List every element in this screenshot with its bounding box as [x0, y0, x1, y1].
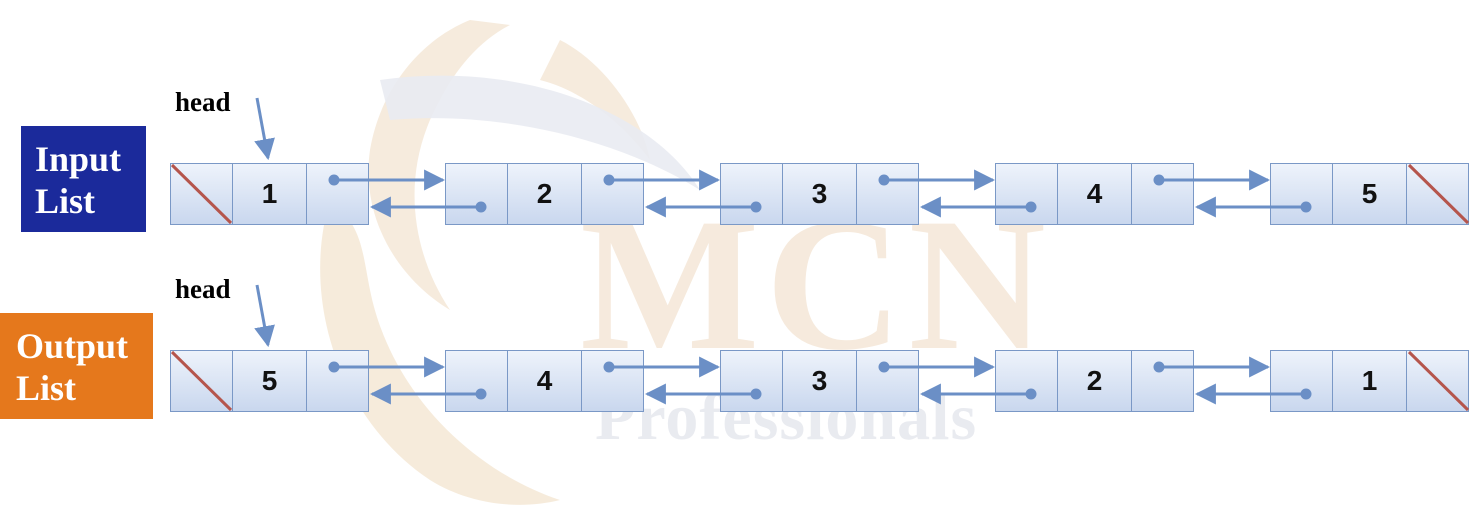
- output-node-5: 1: [1270, 350, 1470, 412]
- head-label-input: head: [175, 87, 231, 117]
- node-value: 4: [1086, 178, 1103, 209]
- input-node-5: 5: [1270, 163, 1470, 225]
- output-node-2: 4: [445, 350, 645, 412]
- value-cell: 2: [506, 163, 583, 225]
- next-pointer-cell: [581, 350, 644, 412]
- value-cell: 5: [1331, 163, 1408, 225]
- value-cell: 1: [1331, 350, 1408, 412]
- value-cell: 3: [781, 350, 858, 412]
- node-value: 3: [811, 178, 828, 209]
- input-node-2: 2: [445, 163, 645, 225]
- node-value: 1: [261, 178, 278, 209]
- value-cell: 5: [231, 350, 308, 412]
- prev-pointer-cell: [445, 163, 508, 225]
- node-value: 5: [261, 365, 278, 396]
- value-cell: 1: [231, 163, 308, 225]
- output-list-label: Output List: [0, 313, 153, 419]
- output-node-3: 3: [720, 350, 920, 412]
- prev-pointer-cell: [170, 163, 233, 225]
- value-cell: 3: [781, 163, 858, 225]
- next-pointer-cell: [1131, 350, 1194, 412]
- node-value: 1: [1361, 365, 1378, 396]
- next-pointer-cell: [856, 163, 919, 225]
- prev-pointer-cell: [1270, 350, 1333, 412]
- next-pointer-cell: [856, 350, 919, 412]
- output-node-1: 5: [170, 350, 370, 412]
- value-cell: 4: [506, 350, 583, 412]
- prev-pointer-cell: [1270, 163, 1333, 225]
- prev-pointer-cell: [995, 163, 1058, 225]
- next-pointer-cell: [306, 350, 369, 412]
- prev-pointer-cell: [995, 350, 1058, 412]
- value-cell: 2: [1056, 350, 1133, 412]
- prev-pointer-cell: [170, 350, 233, 412]
- output-label-line2: List: [16, 368, 77, 408]
- head-label-output: head: [175, 274, 231, 304]
- node-value: 3: [811, 365, 828, 396]
- prev-pointer-cell: [720, 350, 783, 412]
- node-value: 4: [536, 365, 553, 396]
- input-node-1: 1: [170, 163, 370, 225]
- input-label-line1: Input: [35, 139, 122, 179]
- prev-pointer-cell: [445, 350, 508, 412]
- value-cell: 4: [1056, 163, 1133, 225]
- input-node-4: 4: [995, 163, 1195, 225]
- node-value: 2: [536, 178, 553, 209]
- input-node-3: 3: [720, 163, 920, 225]
- next-pointer-cell: [1131, 163, 1194, 225]
- next-pointer-cell: [581, 163, 644, 225]
- output-label-line1: Output: [16, 326, 129, 366]
- prev-pointer-cell: [720, 163, 783, 225]
- input-list-label: Input List: [21, 126, 146, 232]
- next-pointer-cell: [306, 163, 369, 225]
- input-label-line2: List: [35, 181, 96, 221]
- node-value: 5: [1361, 178, 1378, 209]
- next-pointer-cell: [1406, 163, 1469, 225]
- node-value: 2: [1086, 365, 1103, 396]
- output-node-4: 2: [995, 350, 1195, 412]
- next-pointer-cell: [1406, 350, 1469, 412]
